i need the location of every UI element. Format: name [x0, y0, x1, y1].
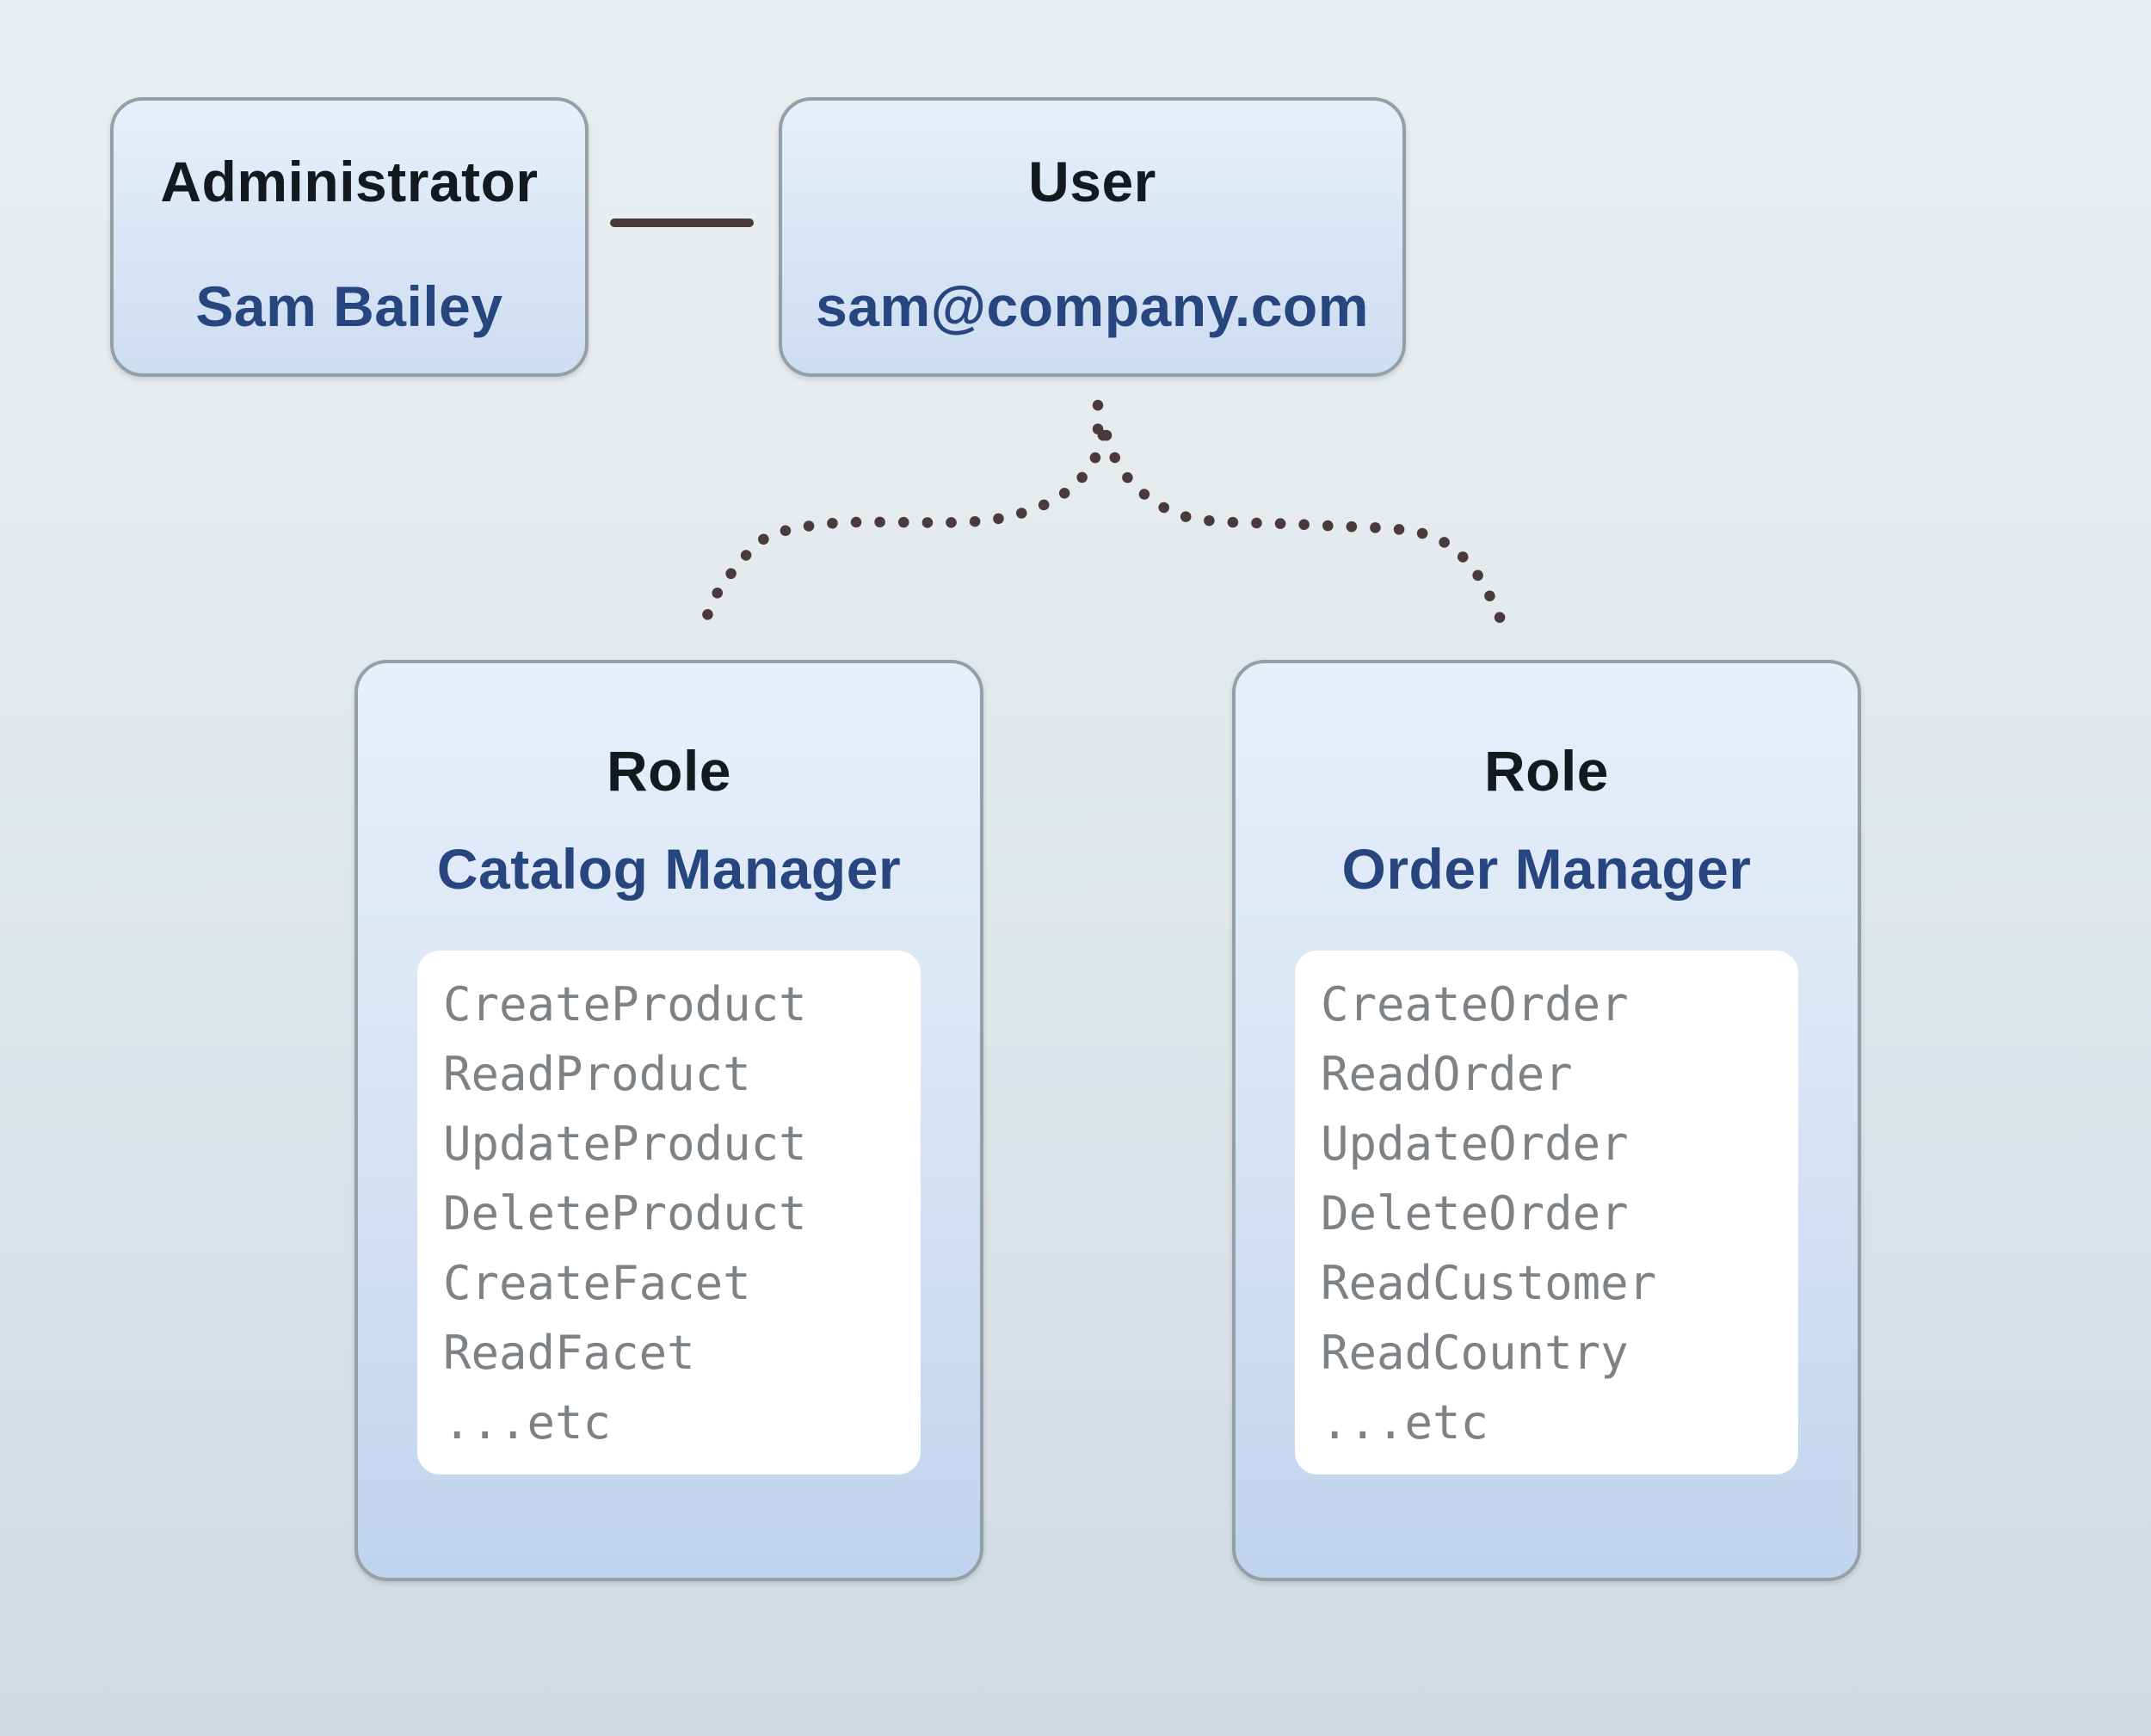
user-order-role-connector: [1100, 429, 1507, 629]
administrator-box-title: Administrator: [160, 150, 539, 213]
administrator-box: Administrator Sam Bailey: [110, 97, 589, 377]
permission-item: ...etc: [443, 1395, 612, 1450]
user-box: User sam@company.com: [779, 97, 1406, 377]
permission-item: UpdateOrder: [1321, 1117, 1629, 1171]
permission-item: ReadFacet: [443, 1326, 695, 1380]
permission-item: CreateOrder: [1321, 977, 1629, 1031]
permission-item: CreateFacet: [443, 1256, 751, 1310]
permission-item: ReadCountry: [1321, 1326, 1629, 1380]
permission-item: DeleteOrder: [1321, 1186, 1629, 1240]
catalog-role-title: Role: [606, 739, 732, 803]
user-catalog-role-connector: [700, 429, 1109, 629]
permission-item: DeleteProduct: [443, 1186, 807, 1240]
permission-item: UpdateProduct: [443, 1117, 807, 1171]
user-box-title: User: [1028, 150, 1156, 213]
catalog-role-name: Catalog Manager: [436, 837, 902, 901]
order-role-title: Role: [1483, 739, 1610, 803]
administrator-name: Sam Bailey: [195, 274, 503, 338]
order-role-name: Order Manager: [1341, 837, 1752, 901]
permission-item: ReadProduct: [443, 1047, 751, 1101]
permission-item: CreateProduct: [443, 977, 807, 1031]
user-email: sam@company.com: [816, 274, 1369, 338]
permission-item: ReadOrder: [1321, 1047, 1573, 1101]
permission-item: ...etc: [1321, 1395, 1489, 1450]
permission-item: ReadCustomer: [1321, 1256, 1657, 1310]
